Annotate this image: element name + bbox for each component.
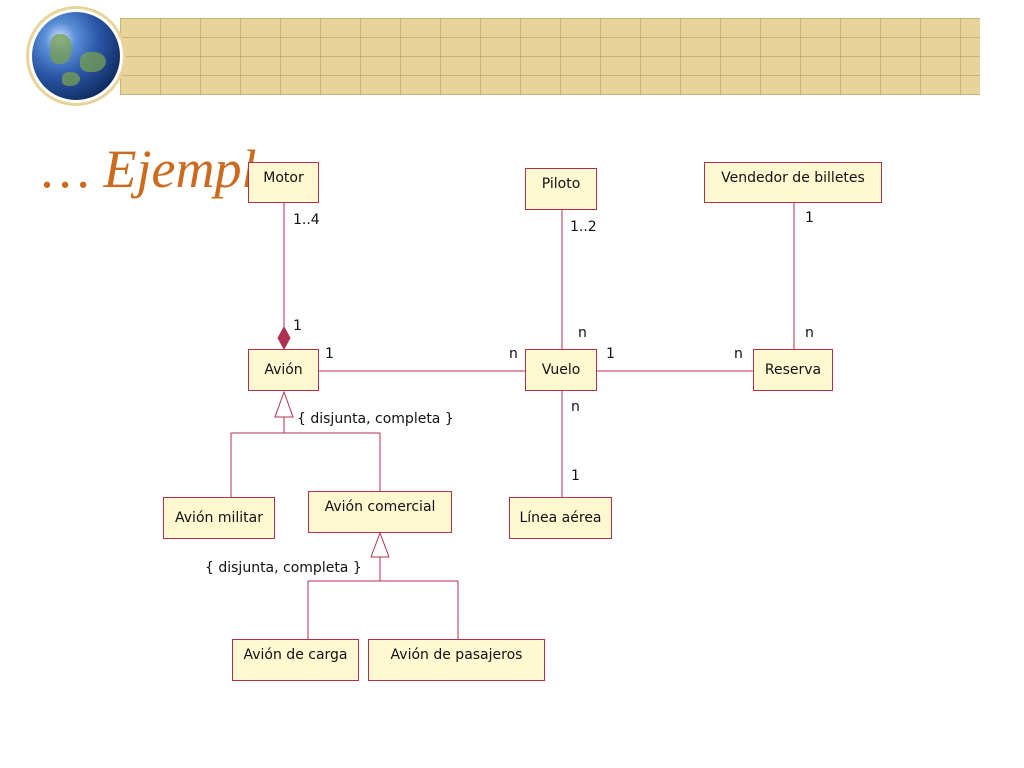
multiplicity-label: 1 <box>571 468 580 484</box>
slide-title: … Ejempl <box>42 139 257 199</box>
class-vendedor-de-billetes: Vendedor de billetes <box>704 162 882 203</box>
class-vuelo: Vuelo <box>525 349 597 391</box>
multiplicity-label: n <box>734 346 743 362</box>
multiplicity-label: 1 <box>293 318 302 334</box>
class-linea-aerea: Línea aérea <box>509 497 612 539</box>
multiplicity-label: 1 <box>805 210 814 226</box>
generalization-triangle-icon <box>274 390 294 418</box>
class-avion: Avión <box>248 349 319 391</box>
multiplicity-label: n <box>805 325 814 341</box>
class-avion-comercial: Avión comercial <box>308 491 452 533</box>
multiplicity-label: n <box>571 399 580 415</box>
multiplicity-label: 1 <box>325 346 334 362</box>
multiplicity-label: 1..2 <box>570 219 597 235</box>
class-piloto: Piloto <box>525 168 597 210</box>
class-reserva: Reserva <box>753 349 833 391</box>
generalization-constraint-label: { disjunta, completa } <box>205 560 362 576</box>
generalization-constraint-label: { disjunta, completa } <box>297 411 454 427</box>
multiplicity-label: 1 <box>606 346 615 362</box>
generalization-triangle-icon <box>370 531 390 558</box>
class-motor: Motor <box>248 162 319 203</box>
class-avion-de-pasajeros: Avión de pasajeros <box>368 639 545 681</box>
multiplicity-label: 1..4 <box>293 212 320 228</box>
class-avion-de-carga: Avión de carga <box>232 639 359 681</box>
multiplicity-label: n <box>578 325 587 341</box>
multiplicity-label: n <box>509 346 518 362</box>
class-avion-militar: Avión militar <box>163 497 275 539</box>
map-banner <box>120 18 980 95</box>
composition-diamond-icon <box>277 325 291 351</box>
globe-icon <box>32 12 120 100</box>
